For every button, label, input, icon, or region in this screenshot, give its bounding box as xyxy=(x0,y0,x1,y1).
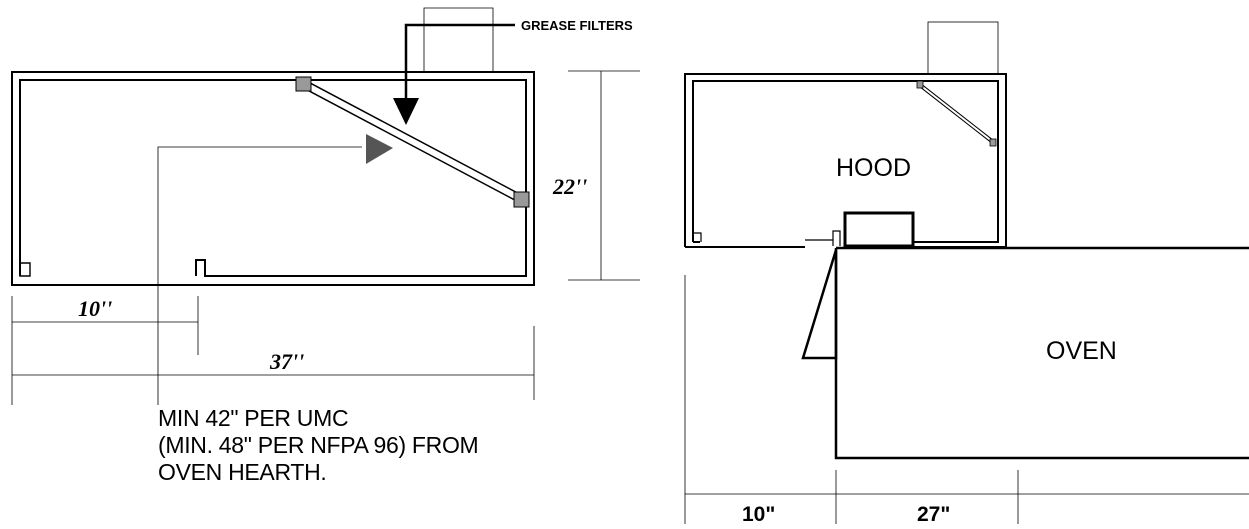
left-dimension-lines xyxy=(11,296,535,405)
setback-dim-label: 10'' xyxy=(78,296,112,321)
left-hood-inner-liner xyxy=(19,79,527,277)
oven-door-wedge xyxy=(801,249,838,360)
left-exhaust-duct xyxy=(423,7,494,73)
grease-filters-callout-arrow xyxy=(393,23,515,125)
height-dim-label: 22'' xyxy=(552,174,587,199)
right-dim-10-label: 10" xyxy=(742,503,775,526)
right-hood-inner-liner xyxy=(692,80,999,243)
left-hood-outline xyxy=(11,71,535,286)
right-drip-lip xyxy=(692,232,702,242)
right-filter-bracket-top xyxy=(916,80,924,89)
right-small-lip xyxy=(832,230,841,246)
right-dim-27-label: 27" xyxy=(917,503,950,526)
clearance-arrowhead xyxy=(366,134,393,164)
oven-body xyxy=(801,246,1249,460)
right-dimension-lines xyxy=(684,275,1249,524)
depth-dim-label: 37'' xyxy=(269,349,304,374)
filter-bracket-top xyxy=(295,76,312,92)
clearance-leader-line xyxy=(157,146,362,405)
left-drip-lip xyxy=(19,262,31,277)
right-filter-bracket-bottom xyxy=(989,138,997,147)
right-hood-section xyxy=(684,21,1007,248)
oven-hearth-collar xyxy=(843,211,915,248)
oven-label: OVEN xyxy=(1046,337,1117,365)
height-dimension xyxy=(568,70,640,281)
clearance-note-line-3: OVEN HEARTH. xyxy=(158,459,327,485)
left-hood-section xyxy=(11,7,535,286)
clearance-note: MIN 42" PER UMC (MIN. 48" PER NFPA 96) F… xyxy=(158,405,479,486)
clearance-note-line-2: (MIN. 48" PER NFPA 96) FROM xyxy=(158,432,479,458)
right-exhaust-duct xyxy=(927,21,999,75)
clearance-note-line-1: MIN 42" PER UMC xyxy=(158,405,349,431)
filter-bracket-bottom xyxy=(513,191,530,208)
hood-label: HOOD xyxy=(836,154,911,182)
grease-filters-label: GREASE FILTERS xyxy=(521,18,633,33)
